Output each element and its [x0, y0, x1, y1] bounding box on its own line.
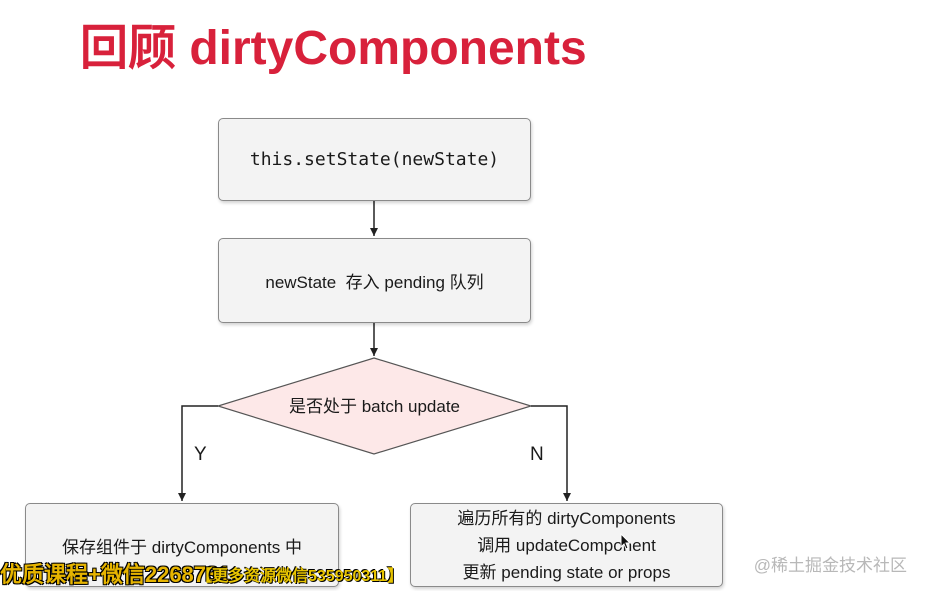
no-label: N [530, 444, 544, 465]
promo-overlay: 优质课程+微信2268731 [0, 562, 231, 587]
pending-queue-text: newState 存入 pending 队列 [265, 273, 484, 292]
arrow-yes-branch [178, 405, 218, 501]
setstate-box: this.setState(newState) [218, 118, 531, 201]
promo-overlay-secondary: 【更多资源微信535950311】 [196, 568, 404, 585]
yes-label: Y [194, 444, 207, 465]
setstate-text: this.setState(newState) [249, 149, 500, 170]
arrow-no-branch [531, 405, 571, 501]
traverse-line-3: 更新 pending state or props [462, 562, 671, 582]
mouse-cursor-icon [620, 533, 632, 550]
decision-label: 是否处于 batch update [288, 397, 461, 416]
watermark-text: @稀土掘金技术社区 [753, 556, 907, 575]
decision-diamond [215, 357, 534, 455]
save-dirty-components-text: 保存组件于 dirtyComponents 中 [62, 537, 302, 557]
traverse-dirty-components-box: 遍历所有的 dirtyComponents 调用 updateComponent… [410, 503, 723, 587]
traverse-line-1: 遍历所有的 dirtyComponents [457, 508, 676, 528]
pending-queue-box: newState 存入 pending 队列 [218, 238, 531, 323]
save-dirty-components-box: 保存组件于 dirtyComponents 中 [25, 503, 339, 587]
slide-title: 回顾 dirtyComponents [80, 22, 587, 75]
traverse-line-2: 调用 updateComponent [477, 535, 656, 555]
